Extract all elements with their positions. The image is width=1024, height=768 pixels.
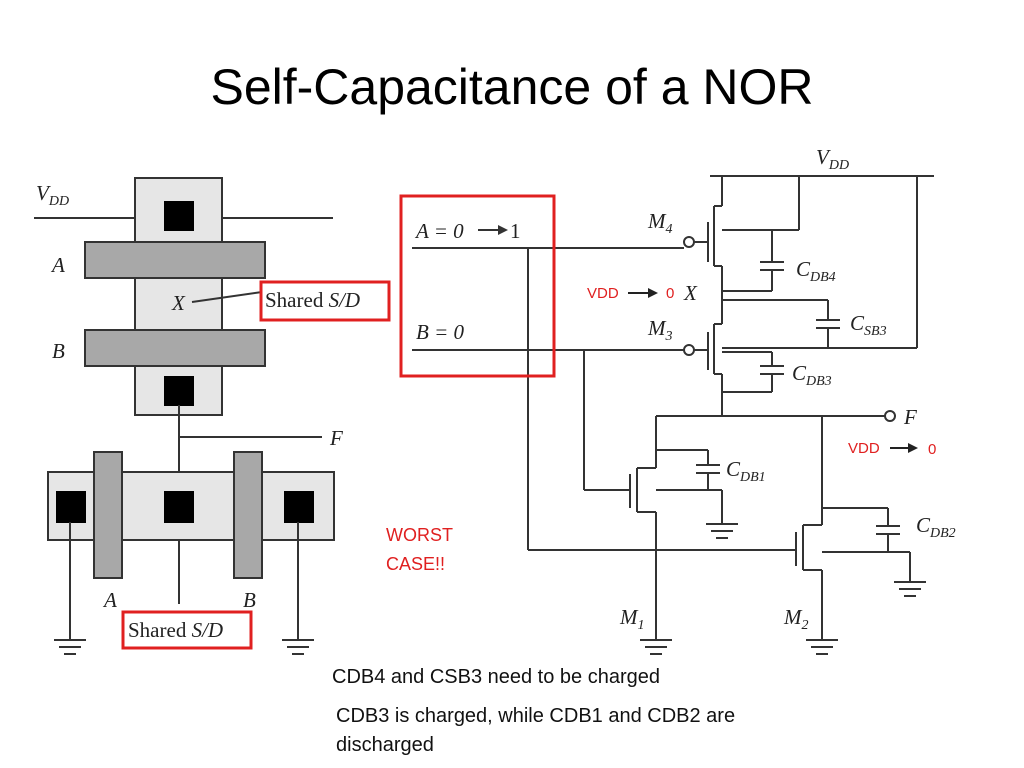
shared-sd-highlight-top	[259, 280, 391, 322]
input-highlight-box	[399, 194, 556, 378]
input-a-label: A = 0	[414, 219, 464, 243]
layout-diagram	[34, 177, 391, 655]
layout-bottom-b-label: B	[243, 588, 256, 612]
m1-label: M1	[619, 605, 645, 633]
m3-pmos-transistor	[683, 323, 722, 375]
m2-label: M2	[783, 605, 809, 633]
cdb1-label: CDB1	[726, 457, 766, 485]
slide-title: Self-Capacitance of a NOR	[210, 59, 814, 115]
output-f-terminal	[884, 410, 896, 422]
m4-label: M4	[647, 209, 673, 237]
ground-icon-cdb1	[706, 523, 738, 539]
input-a-arrow-icon	[498, 225, 508, 235]
poly-gate-a	[84, 241, 266, 279]
note-line-1: CDB4 and CSB3 need to be charged	[332, 666, 660, 688]
pmos-drain-contact	[164, 376, 194, 406]
cdb2-label: CDB2	[916, 513, 956, 541]
poly-gate-b	[84, 329, 266, 367]
schematic-output-f-label: F	[903, 405, 917, 429]
nmos-poly-a	[93, 451, 123, 579]
cdb4-label: CDB4	[796, 257, 836, 285]
layout-node-x-label: X	[171, 291, 186, 315]
x-transition-arrow-icon	[648, 288, 658, 298]
layout-output-f-label: F	[329, 426, 343, 450]
vdd-contact	[164, 201, 194, 231]
worst-case-line1: WORST	[386, 525, 453, 545]
m4-pmos-transistor	[683, 205, 722, 267]
f-transition-arrow-icon	[908, 443, 918, 453]
x-transition-to: 0	[666, 285, 674, 302]
shared-sd-label-bottom: Shared S/D	[128, 618, 223, 642]
m1-nmos-transistor	[584, 467, 656, 513]
nmos-poly-b	[233, 451, 263, 579]
f-transition-from: VDD	[848, 440, 880, 457]
schematic-node-x-label: X	[683, 281, 698, 305]
m3-label: M3	[647, 316, 673, 344]
nor-schematic	[399, 175, 934, 655]
x-transition-from: VDD	[587, 285, 619, 302]
note-line-2: CDB3 is charged, while CDB1 and CDB2 are	[336, 705, 736, 727]
cdb3-label: CDB3	[792, 361, 832, 389]
input-a-target-value: 1	[510, 219, 521, 243]
f-transition-to: 0	[928, 441, 936, 458]
layout-input-b-label: B	[52, 339, 65, 363]
ground-icon-m2	[806, 639, 838, 655]
nmos-gnd-contact-left	[56, 491, 86, 523]
layout-vdd-label: VDD	[36, 181, 69, 209]
m2-nmos-transistor	[528, 524, 822, 571]
schematic-vdd-label: VDD	[816, 145, 849, 173]
nmos-gnd-contact-right	[284, 491, 314, 523]
ground-icon-cdb2	[894, 581, 926, 597]
shared-sd-label-top: Shared S/D	[265, 288, 360, 312]
csb3-label: CSB3	[850, 311, 887, 339]
ground-icon-left	[54, 639, 86, 655]
layout-bottom-a-label: A	[102, 588, 117, 612]
nmos-shared-contact	[164, 491, 194, 523]
x-leader-line	[191, 291, 263, 303]
ground-icon-m1	[640, 639, 672, 655]
note-line-3: discharged	[336, 734, 434, 756]
input-b-label: B = 0	[416, 320, 464, 344]
layout-input-a-label: A	[50, 253, 65, 277]
worst-case-line2: CASE!!	[386, 554, 445, 574]
ground-icon-right	[282, 639, 314, 655]
shared-sd-highlight-bottom	[121, 610, 253, 650]
